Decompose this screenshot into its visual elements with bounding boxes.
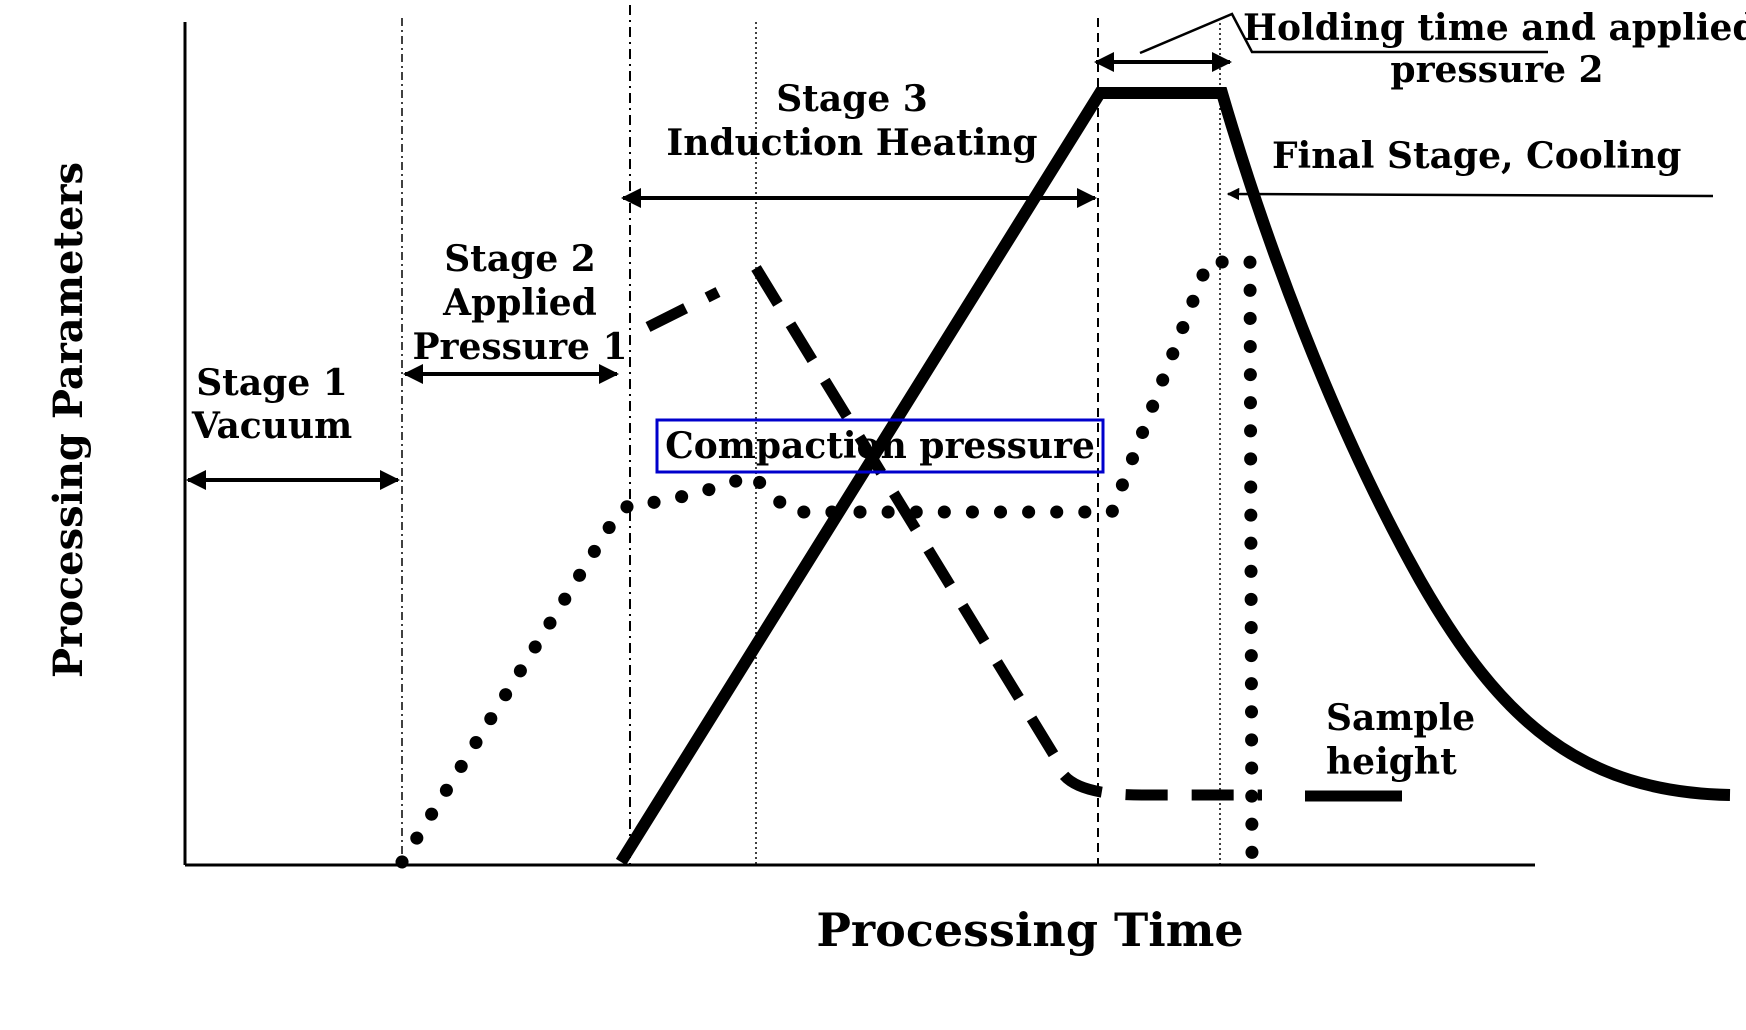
- cooling-pointer-arrow: [1226, 187, 1714, 201]
- sample-height-label-2: height: [1326, 741, 1457, 783]
- compaction-pressure-box: [655, 418, 1105, 474]
- compaction-pressure-label: Compaction pressure: [665, 425, 1095, 467]
- stage2-subtitle-1: Applied: [442, 282, 597, 324]
- holding-label-2: pressure 2: [1390, 49, 1603, 91]
- stage3-title: Stage 3: [776, 78, 928, 120]
- final-stage-label: Final Stage, Cooling: [1272, 135, 1681, 177]
- sample-height-label-1: Sample: [1326, 697, 1475, 739]
- stage2-subtitle-2: Pressure 1: [412, 326, 627, 368]
- compaction-pressure-curve: [395, 255, 1259, 869]
- x-axis-title: Processing Time: [816, 903, 1243, 957]
- holding-label-1: Holding time and applied: [1243, 7, 1746, 49]
- stage2-title: Stage 2: [444, 238, 596, 280]
- stage3-subtitle: Induction Heating: [666, 122, 1037, 164]
- stage1-subtitle: Vacuum: [191, 405, 352, 447]
- stage1-title: Stage 1: [196, 362, 348, 404]
- temperature-curve: [615, 87, 1731, 866]
- sample-height-curve: [645, 265, 1262, 801]
- y-axis-title: Processing Parameters: [45, 162, 92, 678]
- holding-leader-line: [1139, 12, 1548, 55]
